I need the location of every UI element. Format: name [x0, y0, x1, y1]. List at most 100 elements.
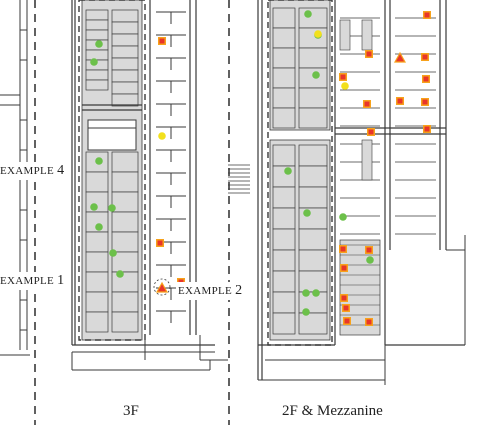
green-dot-icon-2f-3 [284, 167, 292, 175]
floor-2f-north-cubicle-b-5 [298, 107, 328, 129]
floor-3f-boundary [78, 0, 146, 341]
floor-3f-lower-cubicle-b-1 [111, 171, 139, 193]
red-square-icon-2f-16 [366, 319, 372, 325]
green-dot-icon-2f-4 [303, 209, 311, 217]
red-square-icon-3f-0 [159, 38, 165, 44]
floor-2f-south-cubicle-a-6 [272, 270, 296, 293]
floor-3f-cubicle-b-7 [111, 93, 139, 107]
floor-2f-south-cubicle-a-4 [272, 228, 296, 251]
green-dot-icon-3f-5 [95, 223, 103, 231]
red-square-icon-3f-1 [157, 240, 163, 246]
floor-2f-south-cubicle-a-5 [272, 249, 296, 272]
floor-3f-cubicle-b-1 [111, 21, 139, 35]
floor-3f-lower-cubicle-b-6 [111, 271, 139, 293]
yellow-dot-icon-3f [158, 132, 166, 140]
floor-3f-lower-cubicle-b-3 [111, 211, 139, 233]
green-dot-icon-2f-5 [302, 289, 310, 297]
floor-3f-lower-cubicle-a-6 [85, 271, 109, 293]
green-dot-icon-3f-0 [95, 40, 103, 48]
floor-3f-cubicle-a-7 [85, 79, 109, 91]
floor-3f-lower-cubicle-a-5 [85, 251, 109, 273]
red-square-icon-2f-15 [344, 318, 350, 324]
floor-3f-lower-cubicle-a-1 [85, 171, 109, 193]
floor-2f-north-cubicle-b-4 [298, 87, 328, 109]
floor-3f-lower-cubicle-a-7 [85, 291, 109, 313]
floor-3f-cubicle-b-5 [111, 69, 139, 83]
floor-2f-mezz-grey-block [339, 19, 351, 51]
floor-2f-south-cubicle-b-6 [298, 270, 328, 293]
example-2-highlight [153, 278, 171, 296]
floor-2f-south-cubicle-a-8 [272, 312, 296, 335]
example-1-label: EXAMPLE 1 [0, 272, 67, 290]
floor-2f-south-cubicle-b-1 [298, 165, 328, 188]
green-dot-icon-3f-3 [90, 203, 98, 211]
floor-2f-south-cubicle-b-4 [298, 228, 328, 251]
floor-3f-lower-cubicle-a-4 [85, 231, 109, 253]
floor-3f-lower-cubicle-b-2 [111, 191, 139, 213]
red-square-icon-2f-6 [364, 101, 370, 107]
green-dot-icon-3f-6 [109, 249, 117, 257]
green-dot-icon-2f-7 [302, 308, 310, 316]
floor-2f-north-cubicle-a-2 [272, 47, 296, 69]
example-1-number: 1 [57, 273, 65, 288]
floor-3f-cubicle-a-4 [85, 49, 109, 61]
floor-2f-north-cubicle-a-4 [272, 87, 296, 109]
floor-label-2f-mezzanine: 2F & Mezzanine [282, 403, 383, 419]
red-square-icon-2f-1 [366, 51, 372, 57]
floor-3f-cubicle-a-0 [85, 9, 109, 21]
example-2-label: EXAMPLE 2 [176, 282, 245, 300]
floor-2f-south-cubicle-a-2 [272, 186, 296, 209]
floor-2f-south-cubicle-a-7 [272, 291, 296, 314]
green-dot-icon-3f-2 [95, 157, 103, 165]
floor-2f-north-cubicle-b-1 [298, 27, 328, 49]
red-square-icon-2f-9 [424, 126, 430, 132]
red-square-icon-2f-7 [422, 99, 428, 105]
floor-3f-cubicle-a-1 [85, 19, 109, 31]
green-dot-icon-2f-0 [304, 10, 312, 18]
red-square-icon-2f-13 [341, 295, 347, 301]
floor-2f-north-cubicle-b-2 [298, 47, 328, 69]
floor-3f-core [87, 119, 137, 151]
example-2-number: 2 [235, 283, 243, 298]
example-4-label: EXAMPLE 4 [0, 162, 67, 180]
example-4-number: 4 [57, 163, 65, 178]
floor-3f-lower-cubicle-b-0 [111, 151, 139, 173]
warning-triangle-icon-2f [393, 51, 407, 63]
green-dot-icon-3f-1 [90, 58, 98, 66]
floor-3f-cubicle-b-3 [111, 45, 139, 59]
red-square-icon-2f-14 [343, 305, 349, 311]
floor-2f-north-cubicle-b-0 [298, 7, 328, 29]
floor-2f-north-cubicle-a-1 [272, 27, 296, 49]
red-square-icon-2f-12 [341, 265, 347, 271]
example-1-text: EXAMPLE [0, 275, 55, 287]
floor-3f-cubicle-b-0 [111, 9, 139, 23]
example-2-text: EXAMPLE [178, 285, 233, 297]
red-square-icon-2f-8 [368, 129, 374, 135]
green-dot-icon-2f-6 [312, 289, 320, 297]
floor-2f-north-cubicle-a-5 [272, 107, 296, 129]
floor-2f-south-cubicle-a-3 [272, 207, 296, 230]
red-square-icon-2f-10 [340, 246, 346, 252]
red-square-icon-2f-11 [366, 247, 372, 253]
example-4-text: EXAMPLE [0, 165, 55, 177]
floor-2f-south-cubicle-a-0 [272, 144, 296, 167]
red-square-icon-2f-2 [422, 54, 428, 60]
green-dot-icon-3f-4 [108, 204, 116, 212]
floor-2f-south-cubicle-b-3 [298, 207, 328, 230]
floor-label-3f: 3F [123, 403, 139, 419]
floor-3f-lower-cubicle-b-4 [111, 231, 139, 253]
red-square-icon-2f-5 [397, 98, 403, 104]
floor-3f-cubicle-a-6 [85, 69, 109, 81]
floor-3f-lower-cubicle-a-8 [85, 311, 109, 333]
floor-2f-north-cubicle-a-0 [272, 7, 296, 29]
floor-2f-mezz-grey-block [361, 139, 373, 181]
floor-2f-south-cubicle-b-8 [298, 312, 328, 335]
red-square-icon-2f-0 [424, 12, 430, 18]
green-dot-icon-2f-2 [312, 71, 320, 79]
floor-2f-north-cubicle-a-3 [272, 67, 296, 89]
floor-2f-mezz-grey-block [361, 19, 373, 51]
floor-3f-lower-cubicle-b-7 [111, 291, 139, 313]
floor-2f-south-cubicle-b-5 [298, 249, 328, 272]
green-dot-icon-2f-9 [366, 256, 374, 264]
